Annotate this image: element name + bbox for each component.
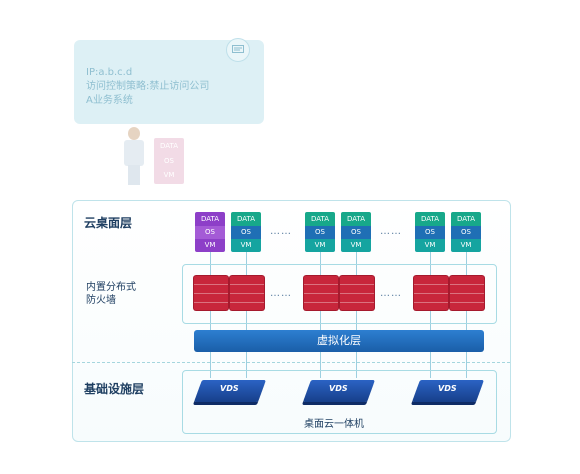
virtualization-layer: 虚拟化层 bbox=[194, 330, 484, 352]
firewall-ellipsis: …… bbox=[270, 288, 292, 299]
user-figure bbox=[124, 140, 144, 166]
user-vm-os: OS bbox=[164, 157, 174, 165]
vm-vm-label: VM bbox=[305, 239, 335, 252]
vm-stack: DATA OS VM bbox=[451, 212, 481, 252]
appliance-caption: 桌面云一体机 bbox=[304, 419, 364, 430]
vm-os-label: OS bbox=[195, 226, 225, 239]
vds-label: VDS bbox=[438, 384, 457, 393]
vm-data-label: DATA bbox=[195, 212, 225, 226]
user-vm-stack bbox=[154, 138, 184, 184]
vm-vm-label: VM bbox=[451, 239, 481, 252]
vm-os-label: OS bbox=[415, 226, 445, 239]
vm-os-label: OS bbox=[231, 226, 261, 239]
firewall-icon bbox=[413, 275, 449, 311]
vds-label: VDS bbox=[329, 384, 348, 393]
tooltip-system: A业务系统 bbox=[86, 95, 133, 106]
vm-stack: DATA OS VM bbox=[341, 212, 371, 252]
vm-os-label: OS bbox=[341, 226, 371, 239]
vm-data-label: DATA bbox=[341, 212, 371, 226]
vm-vm-label: VM bbox=[231, 239, 261, 252]
infrastructure-layer-label: 基础设施层 bbox=[84, 382, 145, 396]
vm-stack: DATA OS VM bbox=[415, 212, 445, 252]
layer-divider bbox=[72, 362, 510, 363]
firewall-icon bbox=[303, 275, 339, 311]
vm-vm-label: VM bbox=[195, 239, 225, 252]
vm-vm-label: VM bbox=[341, 239, 371, 252]
vm-os-label: OS bbox=[305, 226, 335, 239]
firewall-icon bbox=[449, 275, 485, 311]
vm-stack-purple: DATA OS VM bbox=[195, 212, 225, 252]
vm-os-label: OS bbox=[451, 226, 481, 239]
firewall-ellipsis: …… bbox=[380, 288, 402, 299]
user-head bbox=[128, 127, 140, 140]
user-vm-vm: VM bbox=[163, 171, 175, 179]
vm-vm-label: VM bbox=[415, 239, 445, 252]
connector bbox=[430, 252, 431, 378]
infrastructure-frame bbox=[182, 370, 497, 434]
connector bbox=[210, 252, 211, 378]
user-vm-data: DATA bbox=[159, 142, 179, 150]
firewall-icon bbox=[229, 275, 265, 311]
vm-stack: DATA OS VM bbox=[305, 212, 335, 252]
vds-label: VDS bbox=[220, 384, 239, 393]
vm-data-label: DATA bbox=[451, 212, 481, 226]
connector bbox=[356, 252, 357, 378]
connector bbox=[320, 252, 321, 378]
cloud-desktop-layer-label: 云桌面层 bbox=[84, 216, 133, 230]
vm-data-label: DATA bbox=[415, 212, 445, 226]
firewall-frame bbox=[182, 264, 497, 324]
firewall-icon bbox=[193, 275, 229, 311]
user-legs bbox=[128, 165, 140, 185]
vm-data-label: DATA bbox=[305, 212, 335, 226]
vm-ellipsis: …… bbox=[270, 226, 292, 237]
firewall-icon bbox=[339, 275, 375, 311]
firewall-label-line2: 防火墙 bbox=[86, 295, 116, 306]
tooltip-ip: IP:a.b.c.d bbox=[86, 67, 133, 78]
connector bbox=[246, 252, 247, 378]
message-icon bbox=[226, 38, 250, 62]
vm-stack: DATA OS VM bbox=[231, 212, 261, 252]
tooltip-policy: 访问控制策略:禁止访问公司 bbox=[86, 81, 210, 92]
connector bbox=[466, 252, 467, 378]
firewall-label-line1: 内置分布式 bbox=[86, 282, 136, 293]
vm-data-label: DATA bbox=[231, 212, 261, 226]
vm-ellipsis: …… bbox=[380, 226, 402, 237]
